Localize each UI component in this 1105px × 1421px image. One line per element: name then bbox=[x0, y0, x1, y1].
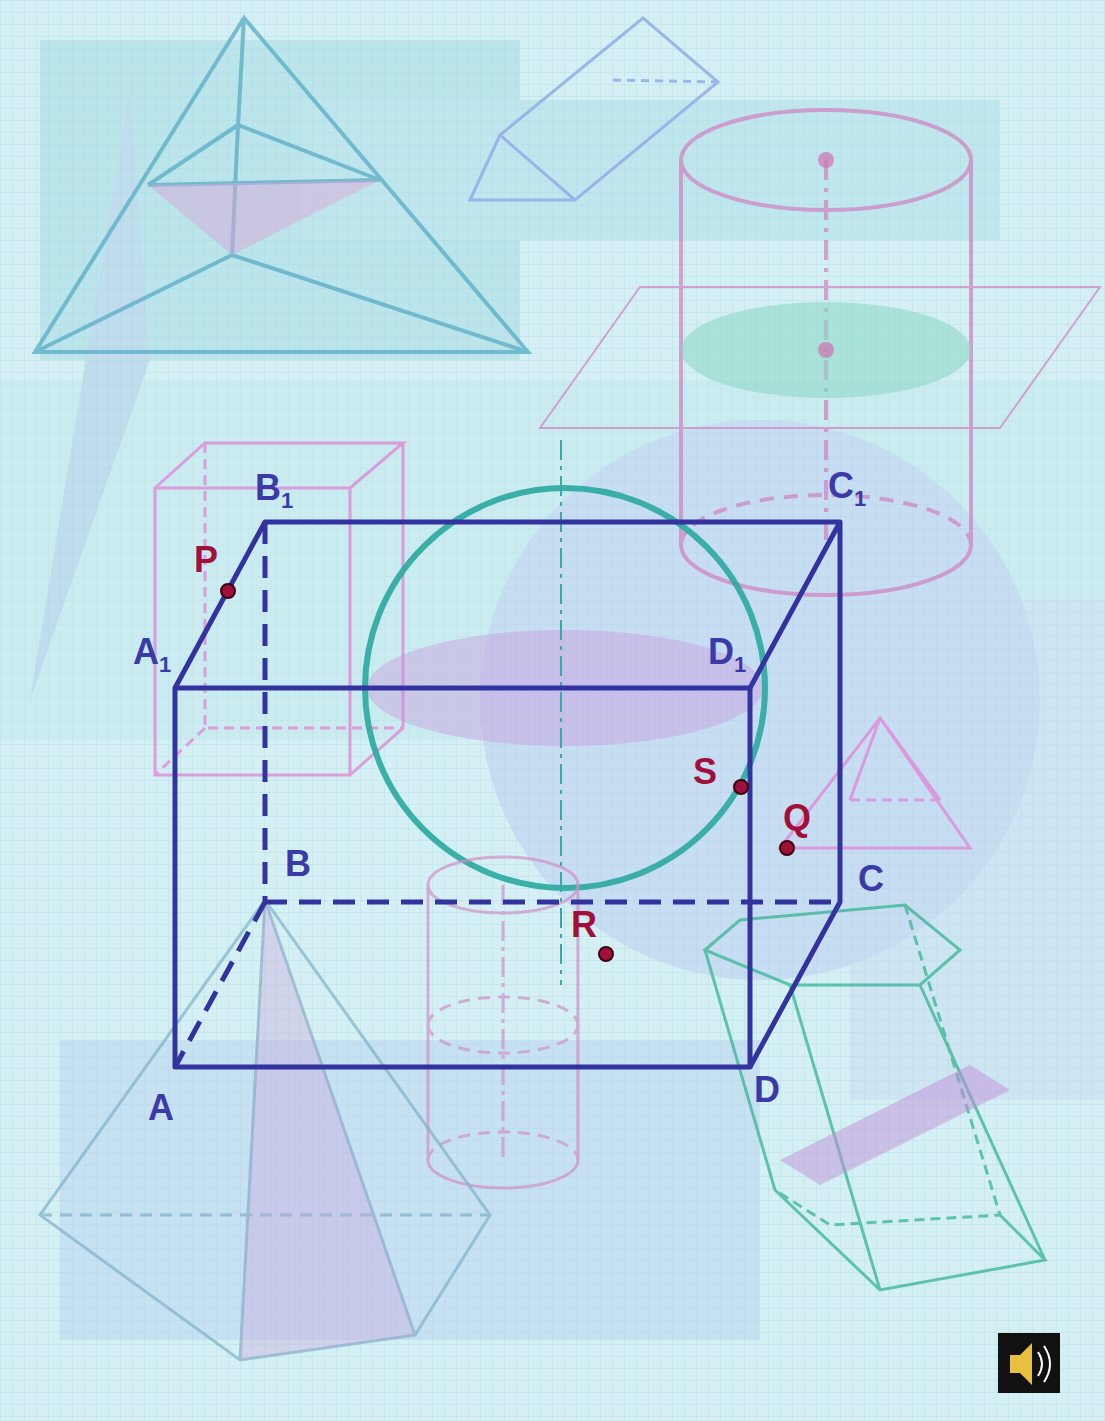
vertex-label: C1 bbox=[828, 468, 866, 510]
vertex-label: C bbox=[858, 861, 884, 897]
point-label: Q bbox=[783, 800, 811, 836]
point-label: P bbox=[194, 542, 218, 578]
vertex-label: A bbox=[148, 1090, 174, 1126]
vertex-label: D1 bbox=[708, 634, 746, 676]
vertex-label: A1 bbox=[133, 634, 171, 676]
vertex-label: D bbox=[754, 1072, 780, 1108]
point-label: S bbox=[693, 754, 717, 790]
vertex-label: B1 bbox=[255, 470, 293, 512]
vertex-label: B bbox=[285, 846, 311, 882]
point-label: R bbox=[571, 907, 597, 943]
